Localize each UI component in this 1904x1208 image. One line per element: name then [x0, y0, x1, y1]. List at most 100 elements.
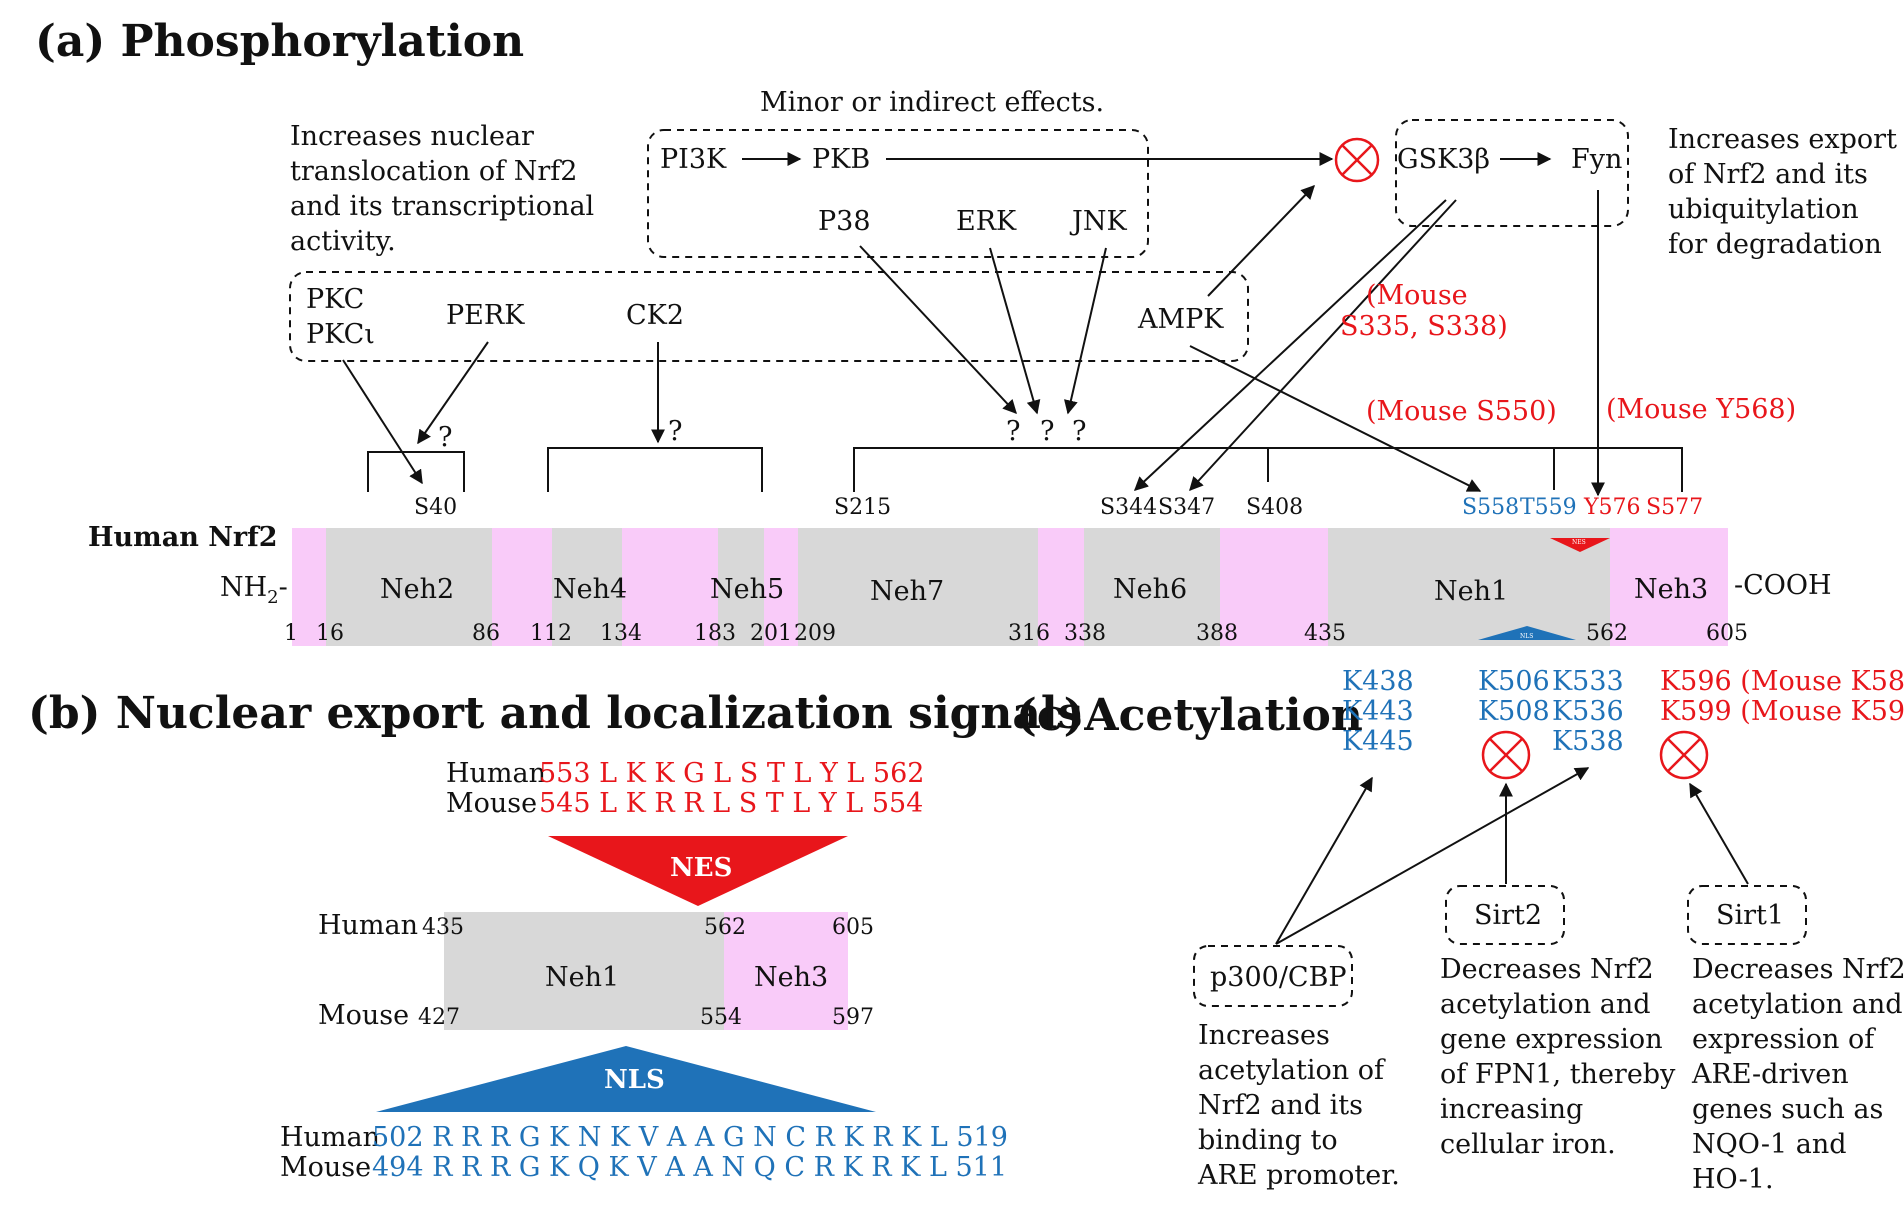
- mouse-s335-label: (Mouse: [1366, 280, 1468, 311]
- position-numbers: 1 16 86 112 134 183 201 209 316 338 388 …: [284, 621, 1748, 646]
- site-s215: S215: [834, 495, 891, 520]
- note-line: acetylation and: [1692, 989, 1903, 1020]
- human-label: Human: [318, 910, 418, 941]
- question-mark: ?: [1072, 416, 1086, 447]
- site-s558: S558: [1462, 495, 1519, 520]
- question-mark: ?: [668, 416, 682, 447]
- bracket-s40: [367, 451, 465, 492]
- arrow-p300-k533: [1275, 767, 1590, 945]
- n-terminus: NH2-: [220, 572, 288, 608]
- mouse-label: Mouse: [318, 1000, 409, 1031]
- pos-605: 605: [832, 915, 874, 940]
- mouse-s338-label: S335, S338): [1340, 311, 1508, 342]
- lysine-site: K508: [1478, 696, 1550, 727]
- pos-562: 562: [704, 915, 746, 940]
- note-line: acetylation of: [1198, 1055, 1386, 1086]
- site-s408: S408: [1246, 495, 1303, 520]
- nls-mouse-seq: 494 R R R G K Q K V A A N Q C R K R K L …: [372, 1152, 1007, 1183]
- note-line: translocation of Nrf2: [290, 156, 577, 187]
- sirt1-box: [1687, 885, 1807, 945]
- panel-b-title: (b) Nuclear export and localization sign…: [28, 688, 1082, 739]
- site-s347: S347: [1158, 495, 1215, 520]
- pkc-label: PKC: [306, 284, 364, 315]
- note-line: ubiquitylation: [1668, 194, 1859, 225]
- lysine-site: K536: [1552, 696, 1624, 727]
- neh1-domain: [1328, 528, 1610, 646]
- note-line: genes such as: [1692, 1094, 1883, 1125]
- note-line: for degradation: [1668, 229, 1882, 260]
- fyn-label: Fyn: [1571, 144, 1622, 175]
- sirt1-note: Decreases Nrf2 acetylation and expressio…: [1691, 954, 1904, 1195]
- sirt2-box: [1445, 885, 1565, 945]
- nes-mouse-seq: 545 L K R R L S T L Y L 554: [539, 788, 923, 819]
- pkci-label: PKCι: [306, 319, 375, 350]
- neh1-box: [444, 912, 724, 1030]
- note-line: of Nrf2 and its: [1668, 159, 1868, 190]
- position-number: 183: [694, 621, 736, 646]
- position-number: 16: [316, 621, 344, 646]
- c-terminus: -COOH: [1734, 570, 1832, 601]
- site-s40: S40: [414, 495, 457, 520]
- inhibition-icon: [1659, 730, 1709, 780]
- sirt2-label: Sirt2: [1474, 900, 1542, 931]
- position-number: 388: [1196, 621, 1238, 646]
- note-line: activity.: [290, 226, 396, 257]
- neh6-label: Neh6: [1113, 574, 1187, 605]
- lysine-site: K599 (Mouse K591): [1660, 696, 1904, 727]
- ck2-label: CK2: [626, 300, 684, 331]
- lysine-site: K443: [1342, 696, 1414, 727]
- nes-triangle: [548, 836, 848, 906]
- pos-554: 554: [700, 1005, 742, 1030]
- ampk-label: AMPK: [1137, 304, 1224, 335]
- inhibition-icon: [1334, 137, 1380, 183]
- arrow-p38: [859, 245, 1017, 415]
- p300-note: Increases acetylation of Nrf2 and its bi…: [1197, 1020, 1400, 1191]
- position-number: 605: [1706, 621, 1748, 646]
- site-s577: S577: [1646, 495, 1703, 520]
- erk-label: ERK: [956, 206, 1017, 237]
- nes-human-seq: 553 L K K G L S T L Y L 562: [539, 758, 924, 789]
- p300-box: [1193, 945, 1353, 1007]
- sirt1-label: Sirt1: [1716, 900, 1784, 931]
- arrow-sirt1: [1689, 782, 1749, 885]
- note-line: Increases export: [1668, 124, 1897, 155]
- position-number: 1: [284, 621, 298, 646]
- pos-597: 597: [832, 1005, 874, 1030]
- panel-c-title: (c)Acetylation: [1016, 690, 1363, 741]
- nls-triangle: [376, 1046, 876, 1112]
- arrow-ampk-inhibition: [1207, 184, 1315, 297]
- site-y576: Y576: [1583, 495, 1641, 520]
- note-line: Nrf2 and its: [1198, 1090, 1363, 1121]
- perk-label: PERK: [446, 300, 525, 331]
- pos-435: 435: [422, 915, 464, 940]
- note-line: HO-1.: [1692, 1164, 1774, 1195]
- note-line: Decreases Nrf2: [1692, 954, 1904, 985]
- nes-human-label: Human: [446, 758, 546, 789]
- minor-kinases-box: [647, 129, 1149, 258]
- neh3-box-label: Neh3: [754, 962, 828, 993]
- nls-small-label: NLS: [1520, 633, 1533, 640]
- nterm-subscript: 2: [267, 587, 278, 608]
- position-number: 209: [794, 621, 836, 646]
- nls-mouse-label: Mouse: [280, 1152, 371, 1183]
- note-line: cellular iron.: [1440, 1129, 1616, 1160]
- neh3-label: Neh3: [1634, 574, 1708, 605]
- neh5-domain: [718, 528, 764, 646]
- neh7-label: Neh7: [870, 576, 944, 607]
- lysine-site: K438: [1342, 666, 1414, 697]
- nls-human-seq: 502 R R R G K N K V A A G N C R K R K L …: [372, 1122, 1008, 1153]
- pi3k-label: PI3K: [660, 144, 727, 175]
- position-number: 201: [750, 621, 792, 646]
- position-number: 86: [472, 621, 500, 646]
- note-line: Decreases Nrf2: [1440, 954, 1654, 985]
- mouse-s550-label: (Mouse S550): [1366, 396, 1557, 427]
- site-t559: T559: [1520, 495, 1577, 520]
- note-line: and its transcriptional: [290, 191, 594, 222]
- nuclear-translocation-note: Increases nuclear translocation of Nrf2 …: [290, 121, 594, 257]
- panel-a-title: (a) Phosphorylation: [35, 16, 524, 67]
- gsk3b-label: GSK3β: [1397, 144, 1490, 175]
- neh2-label: Neh2: [380, 574, 454, 605]
- nterm-dash: -: [279, 572, 288, 603]
